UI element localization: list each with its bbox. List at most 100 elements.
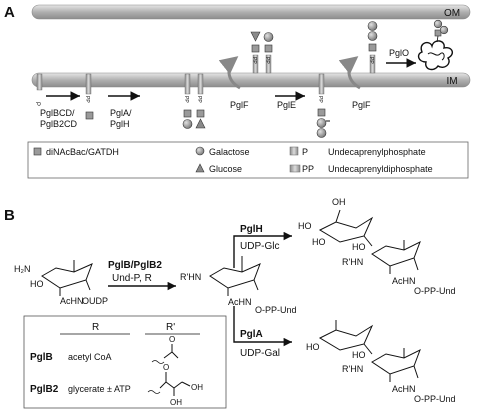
pp-label: PP xyxy=(317,96,323,103)
table-col-r: R xyxy=(92,322,99,333)
om-label: OM xyxy=(444,8,460,19)
galactose-circle xyxy=(182,119,193,129)
upper-oh: OH xyxy=(332,197,346,207)
legend-undecaprenylphosphate: Undecaprenylphosphate xyxy=(328,147,426,157)
galactose-circle xyxy=(316,118,327,128)
lower-enzyme: PglA xyxy=(240,329,263,340)
upper-ho2: HO xyxy=(312,237,326,247)
enzyme-pglbcd-line2: PglB2CD xyxy=(40,119,78,129)
enzyme-pglf-1: PglF xyxy=(230,100,249,110)
panel-b-label: B xyxy=(4,207,15,224)
lower-product xyxy=(318,320,421,382)
outer-membrane xyxy=(31,4,471,20)
step1-reagents: Und-P, R xyxy=(112,273,152,284)
pp-label: PP xyxy=(251,57,257,64)
dinacbac-square xyxy=(368,43,377,52)
undecaprenylphosphate-carrier: P xyxy=(34,73,43,106)
legend-pp-text: PP xyxy=(302,164,314,174)
pp-label: PP xyxy=(84,96,90,103)
enzyme-pgla-line1: PglA/ xyxy=(110,108,132,118)
start-achn: AcHN xyxy=(60,296,84,306)
pp-label: PP xyxy=(264,57,270,64)
intermediate-rhn: R'HN xyxy=(180,272,201,282)
legend-p-symbol xyxy=(289,146,299,156)
inner-membrane xyxy=(31,72,471,88)
arrow-pgla-lower xyxy=(233,306,292,347)
legend-glucose-triangle xyxy=(195,163,205,173)
lower-rhn: R'HN xyxy=(342,364,363,374)
starting-udp-sugar xyxy=(41,260,93,296)
table-row2-r: glycerate ± ATP xyxy=(68,384,131,394)
flippase-arrow-2 xyxy=(338,56,361,90)
galactose-circle xyxy=(439,25,449,35)
panel-a-label: A xyxy=(4,4,15,21)
legend-undecaprenyldiphosphate: Undecaprenyldiphosphate xyxy=(328,164,433,174)
start-h2n: H₂N xyxy=(14,264,31,274)
galactose-circle xyxy=(433,19,443,29)
table-row2-name: PglB2 xyxy=(30,384,59,395)
glucose-triangle xyxy=(195,118,206,129)
enzyme-pgle: PglE xyxy=(277,100,296,110)
legend-glucose-label: Glucose xyxy=(209,164,242,174)
upper-opp: O-PP-Und xyxy=(414,286,456,296)
lower-ho: HO xyxy=(306,342,320,352)
table-oh1: OH xyxy=(170,398,182,407)
intermediate-sugar xyxy=(209,256,261,296)
legend-box: diNAcBac/GATDH Galactose Glucose P Undec… xyxy=(27,141,469,179)
enzyme-pgla-line2: PglH xyxy=(110,119,130,129)
pp-label: PP xyxy=(368,57,374,64)
arrow-pglh xyxy=(233,231,292,268)
dinacbac-square xyxy=(317,108,326,117)
lower-ho2: HO xyxy=(352,350,366,360)
r-table: R R' PglB acetyl CoA O PglB2 glycerate ±… xyxy=(23,315,227,409)
upper-enzyme: PglH xyxy=(240,224,263,235)
upper-product xyxy=(318,209,421,274)
galactose-circle xyxy=(367,21,378,31)
legend-dinacbac-square xyxy=(33,147,42,156)
dinacbac-square xyxy=(264,44,273,53)
table-row1-r: acetyl CoA xyxy=(68,352,112,362)
und-pp-oligosaccharide: PP xyxy=(316,73,330,138)
table-o2: O xyxy=(163,363,169,372)
im-label: IM xyxy=(446,76,457,87)
dinacbac-square xyxy=(196,109,205,118)
table-col-rprime: R' xyxy=(166,322,175,333)
enzyme-pglbcd-line1: PglBCD/ xyxy=(40,108,75,118)
glycoprotein xyxy=(417,19,454,71)
start-oudp: OUDP xyxy=(82,296,108,306)
intermediate-achn: AcHN xyxy=(228,297,252,307)
dinacbac-square xyxy=(183,109,192,118)
legend-p-text: P xyxy=(302,147,308,157)
enzyme-pglo: PglO xyxy=(389,48,409,58)
legend-dinacbac-label: diNAcBac/GATDH xyxy=(46,147,119,157)
periplasmic-glycan-glc: PP xyxy=(250,31,261,74)
lower-reagent: UDP-Gal xyxy=(240,348,280,359)
galactose-circle xyxy=(263,32,274,42)
upper-ho1: HO xyxy=(298,221,312,231)
und-pp-disaccharide-glc: PP xyxy=(195,73,206,129)
legend-galactose-label: Galactose xyxy=(209,147,250,157)
upper-ho3: HO xyxy=(352,242,366,252)
table-oh2: OH xyxy=(191,383,203,392)
upper-reagent: UDP-Glc xyxy=(240,241,279,252)
und-pp-disaccharide-gal: PP xyxy=(182,73,193,129)
galactose-circle xyxy=(316,128,327,138)
lower-opp: O-PP-Und xyxy=(414,394,456,404)
table-o1: O xyxy=(169,335,175,344)
galactose-circle xyxy=(367,31,378,41)
upper-rhn: R'HN xyxy=(342,257,363,267)
glucose-triangle xyxy=(250,31,261,42)
step1-enzyme: PglB/PglB2 xyxy=(108,260,162,271)
legend-galactose-circle xyxy=(195,146,205,156)
dinacbac-square xyxy=(251,44,260,53)
start-ho: HO xyxy=(30,279,44,289)
legend-pp-symbol xyxy=(289,164,301,173)
periplasmic-oligosaccharide: PP xyxy=(367,21,378,74)
table-row1-name: PglB xyxy=(30,352,53,363)
p-label: P xyxy=(34,102,40,106)
dinacbac-square xyxy=(85,111,94,120)
intermediate-opp: O-PP-Und xyxy=(255,305,297,315)
lower-achn: AcHN xyxy=(392,384,416,394)
enzyme-pglf-2: PglF xyxy=(352,100,371,110)
